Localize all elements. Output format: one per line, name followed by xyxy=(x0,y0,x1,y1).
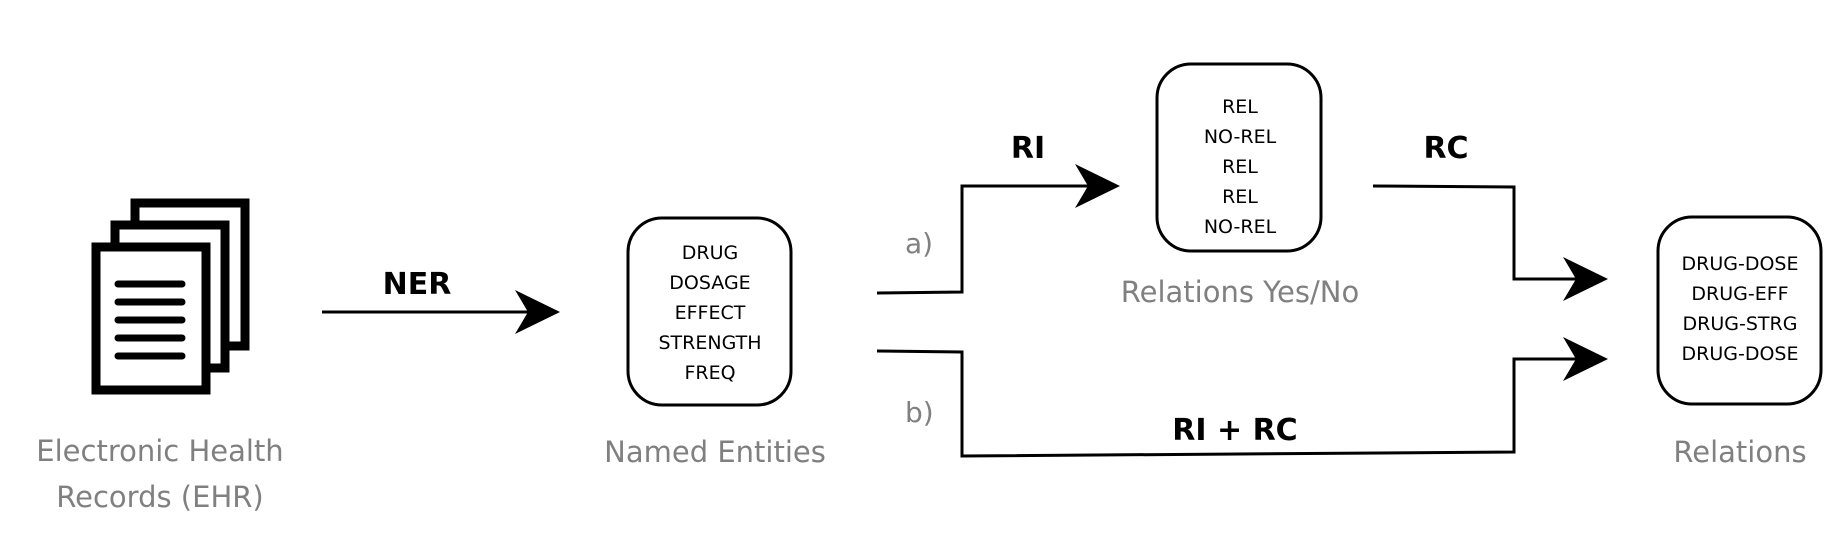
relations-yesno-box xyxy=(1155,62,1323,253)
relations-list: DRUG-DOSE DRUG-EFF DRUG-STRG DRUG-DOSE xyxy=(1682,253,1799,365)
entity-item: FREQ xyxy=(684,362,735,384)
entity-item: EFFECT xyxy=(675,302,746,324)
relation-item: DRUG-DOSE xyxy=(1682,253,1799,275)
ner-arrow xyxy=(322,290,560,334)
path-b-arrow xyxy=(876,337,1608,458)
ner-label: NER xyxy=(383,267,452,302)
relation-item: DRUG-EFF xyxy=(1691,283,1788,305)
path-a-letter: a) xyxy=(905,227,933,260)
entity-item: DOSAGE xyxy=(669,272,750,294)
ri-rc-label: RI + RC xyxy=(1172,413,1297,448)
relation-yesno-item: REL xyxy=(1222,156,1258,178)
relation-item: DRUG-DOSE xyxy=(1682,343,1799,365)
relations-label: Relations xyxy=(1673,435,1806,469)
entity-item: STRENGTH xyxy=(658,332,761,354)
relation-yesno-item: REL xyxy=(1222,186,1258,208)
relations-box xyxy=(1656,215,1823,406)
named-entities-box xyxy=(626,216,793,407)
relation-yesno-item: NO-REL xyxy=(1204,126,1277,148)
relation-yesno-item: REL xyxy=(1222,96,1258,118)
path-b-letter: b) xyxy=(905,396,934,429)
ehr-label-line2: Records (EHR) xyxy=(56,480,263,514)
ri-label: RI xyxy=(1011,131,1045,166)
relations-yesno-label: Relations Yes/No xyxy=(1121,275,1359,309)
entity-item: DRUG xyxy=(682,242,738,264)
named-entities-label: Named Entities xyxy=(604,435,826,469)
path-a-rc-arrow xyxy=(1372,184,1608,301)
rc-label: RC xyxy=(1423,131,1468,166)
named-entities-list: DRUG DOSAGE EFFECT STRENGTH FREQ xyxy=(658,242,761,384)
relation-item: DRUG-STRG xyxy=(1683,313,1798,335)
path-a-ri-arrow xyxy=(876,164,1120,295)
relations-yesno-list: REL NO-REL REL REL NO-REL xyxy=(1204,96,1277,238)
relation-yesno-item: NO-REL xyxy=(1204,216,1277,238)
ehr-label-line1: Electronic Health xyxy=(36,434,283,468)
documents-icon xyxy=(91,198,250,395)
